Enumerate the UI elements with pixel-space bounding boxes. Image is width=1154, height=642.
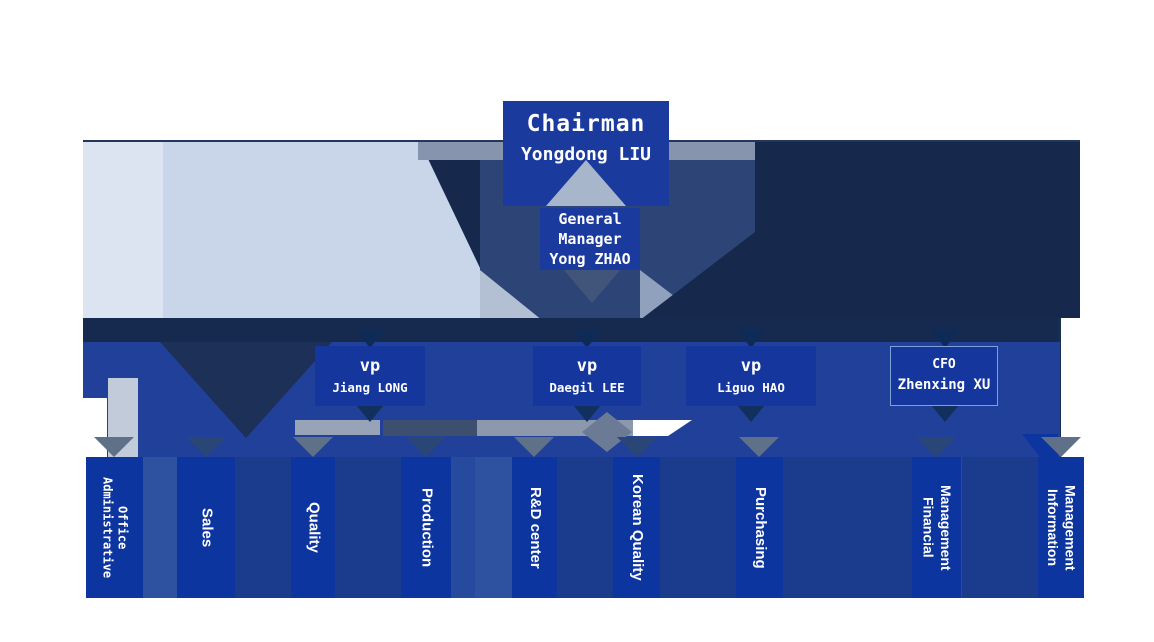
corner-triangle-shape: [420, 142, 480, 268]
department-column-korean-quality: Korean Quality: [613, 457, 660, 598]
slate-bar-shape: [383, 420, 477, 436]
general-manager-name: Yong ZHAO: [549, 250, 631, 269]
strip-band-shape: [475, 457, 513, 598]
vp-title: vp: [576, 356, 598, 377]
strip-band-shape: [660, 457, 737, 598]
department-column-quality: Quality: [291, 457, 335, 598]
connector-arrow-shape: [737, 330, 765, 348]
connector-arrow-shape: [931, 330, 959, 348]
department-label: Korean Quality: [628, 474, 646, 581]
department-column-production: Production: [401, 457, 451, 598]
chairman-node: Chairman Yongdong LIU: [503, 101, 669, 206]
vp-name: Liguo HAO: [717, 380, 785, 396]
dark-panel-shape: [627, 142, 1080, 330]
department-label: Purchasing: [751, 486, 769, 569]
strip-band-shape: [557, 457, 613, 598]
connector-band-shape: [83, 318, 1060, 342]
down-chevron-shape: [739, 437, 779, 457]
department-label: Information Management: [1045, 484, 1079, 571]
strip-band-shape: [143, 457, 177, 598]
strip-band-shape: [962, 457, 1038, 598]
down-diamond-shape: [562, 268, 622, 303]
general-manager-title: General Manager: [558, 209, 622, 248]
connector-arrow-shape: [573, 330, 601, 348]
vp-name: Daegil LEE: [549, 380, 625, 396]
chevron-v-shape: [160, 342, 332, 438]
department-label: Sales: [198, 507, 216, 548]
strip-band-shape: [335, 457, 403, 598]
down-chevron-shape: [94, 437, 134, 457]
department-column-information-management: Information Management: [1038, 457, 1084, 598]
white-bar-shape: [633, 420, 692, 436]
department-column-purchasing: Purchasing: [736, 457, 783, 598]
down-chevron-shape: [1041, 437, 1081, 457]
cfo-node-zhenxing-xu: CFO Zhenxing XU: [890, 346, 998, 406]
connector-arrow-shape: [931, 405, 959, 422]
vp-title: vp: [359, 356, 381, 377]
department-label: R&D center: [526, 486, 544, 569]
cfo-title: CFO: [932, 357, 956, 373]
department-column-rd-center: R&D center: [512, 457, 557, 598]
down-chevron-shape: [406, 437, 446, 457]
department-label: Quality: [305, 502, 323, 553]
chairman-name: Yongdong LIU: [520, 143, 652, 165]
down-chevron-shape: [514, 437, 554, 457]
down-chevron-shape: [916, 437, 956, 457]
gray-bar-shape: [295, 420, 380, 435]
vp-name: Jiang LONG: [332, 380, 408, 396]
department-label: Production: [418, 487, 436, 568]
connector-arrow-shape: [737, 405, 765, 422]
cfo-name: Zhenxing XU: [897, 377, 991, 394]
light-wedge-shape: [480, 270, 548, 325]
department-label: Financial Management: [920, 484, 955, 571]
department-column-administrative-office: Administrative Office: [86, 457, 143, 598]
gray-diamond-shape: [582, 412, 632, 452]
strip-band-shape: [783, 457, 913, 598]
up-arrow-shape: [546, 160, 626, 206]
general-manager-node: General Manager Yong ZHAO: [540, 208, 640, 270]
pale-panel-shape: [83, 142, 163, 325]
department-column-sales: Sales: [177, 457, 235, 598]
department-label: Administrative Office: [100, 476, 130, 579]
vp-title: vp: [740, 356, 762, 377]
vp-node-jiang-long: vp Jiang LONG: [315, 346, 425, 406]
vp-node-liguo-hao: vp Liguo HAO: [686, 346, 816, 406]
connector-arrow-shape: [356, 330, 384, 348]
connector-arrow-shape: [356, 405, 384, 422]
vp-node-daegil-lee: vp Daegil LEE: [533, 346, 641, 406]
down-chevron-shape: [617, 437, 657, 457]
chairman-title: Chairman: [526, 111, 646, 137]
down-chevron-shape: [186, 437, 226, 457]
white-gap-shape: [83, 398, 107, 457]
down-chevron-shape: [293, 437, 333, 457]
connector-arrow-shape: [573, 405, 601, 422]
strip-band-shape: [235, 457, 292, 598]
department-column-financial-management: Financial Management: [912, 457, 961, 598]
